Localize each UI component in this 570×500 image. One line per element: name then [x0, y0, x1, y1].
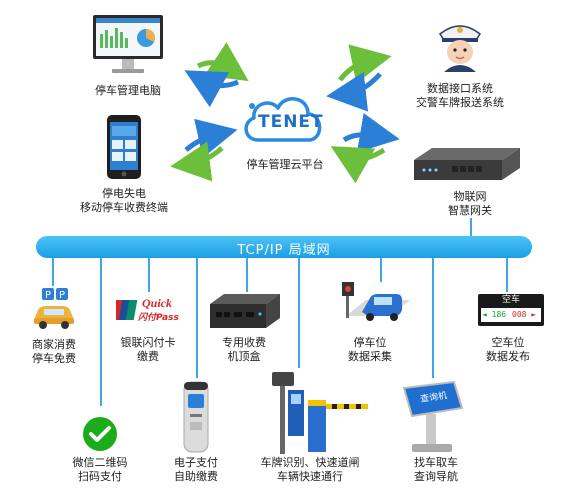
drop-line [52, 258, 54, 286]
wechat-pay-icon [82, 416, 118, 452]
unionpay-label-2: 缴费 [137, 350, 159, 363]
pass-text: 闪付Pass [138, 313, 179, 323]
pc-monitor-icon [92, 14, 164, 76]
mobile-phone-icon [106, 114, 142, 180]
query-terminal-icon [400, 380, 466, 454]
kiosk-label-2: 自助缴费 [174, 470, 218, 483]
police-label-1: 数据接口系统 [427, 82, 493, 95]
guide-label-1: 找车取车 [414, 456, 458, 469]
merchant-label-1: 商家消费 [32, 338, 76, 351]
drop-line [298, 258, 300, 368]
gateway-label-1: 物联网 [453, 190, 487, 203]
drop-line [148, 258, 150, 292]
tcpip-lan-bus: TCP/IP 局域网 [36, 236, 532, 258]
settop-label-2: 机顶盒 [227, 350, 261, 363]
cloud-logo-text: TENET [258, 112, 324, 132]
bus-label: TCP/IP 局域网 [237, 243, 331, 258]
unionpay-label-1: 银联闪付卡 [120, 336, 176, 349]
guide-label-2: 查询导航 [414, 470, 458, 483]
publish-label-1: 空车位 [491, 336, 525, 349]
cloud-platform-icon [238, 90, 328, 150]
settop-box-icon [208, 292, 282, 332]
cloud-label: 停车管理云平台 [246, 158, 324, 171]
gateway-device-icon [412, 146, 522, 186]
plate-recognition-barrier-icon [270, 364, 370, 456]
gateway-connector [470, 218, 472, 236]
mobile-label-2: 移动停车收费终端 [80, 201, 168, 214]
sign-left-count: ◄ 186 [482, 310, 507, 319]
merchant-label-2: 停车免费 [32, 352, 76, 365]
wechat-label-1: 微信二维码 [72, 456, 128, 469]
gateway-label-2: 智慧网关 [448, 204, 492, 217]
quickpass-text: Quick [142, 296, 172, 310]
police-label-2: 交警车牌报送系统 [416, 96, 504, 109]
drop-line [196, 258, 198, 378]
parking-display-sign: 空车 ◄ 186 008 ► [478, 294, 544, 326]
traffic-police-icon [436, 18, 484, 72]
unionpay-quickpass-logo [116, 296, 182, 326]
svg-text:P: P [59, 290, 65, 301]
space-label-1: 停车位 [353, 336, 387, 349]
sync-arrows-icon [170, 42, 400, 184]
svg-text:P: P [45, 290, 51, 301]
pc-label: 停车管理电脑 [95, 84, 161, 97]
drop-line [246, 258, 248, 292]
mobile-label-1: 停电失电 [102, 187, 146, 200]
wechat-label-2: 扫码支付 [78, 470, 122, 483]
sign-title: 空车 [501, 295, 520, 305]
space-label-2: 数据采集 [348, 350, 392, 363]
publish-label-2: 数据发布 [486, 350, 530, 363]
plate-label-1: 车牌识别、快速道闸 [260, 456, 360, 469]
parking-space-sensor-icon [340, 276, 414, 326]
kiosk-label-1: 电子支付 [174, 456, 218, 469]
drop-line [100, 258, 102, 406]
sign-right-count: 008 ► [512, 310, 537, 319]
plate-label-2: 车辆快速通行 [277, 470, 343, 483]
drop-line [506, 258, 508, 292]
drop-line [380, 258, 382, 282]
drop-line [432, 258, 434, 378]
settop-label-1: 专用收费 [222, 336, 266, 349]
self-pay-kiosk-icon [180, 380, 212, 454]
car-parking-icon: P P [30, 286, 78, 330]
